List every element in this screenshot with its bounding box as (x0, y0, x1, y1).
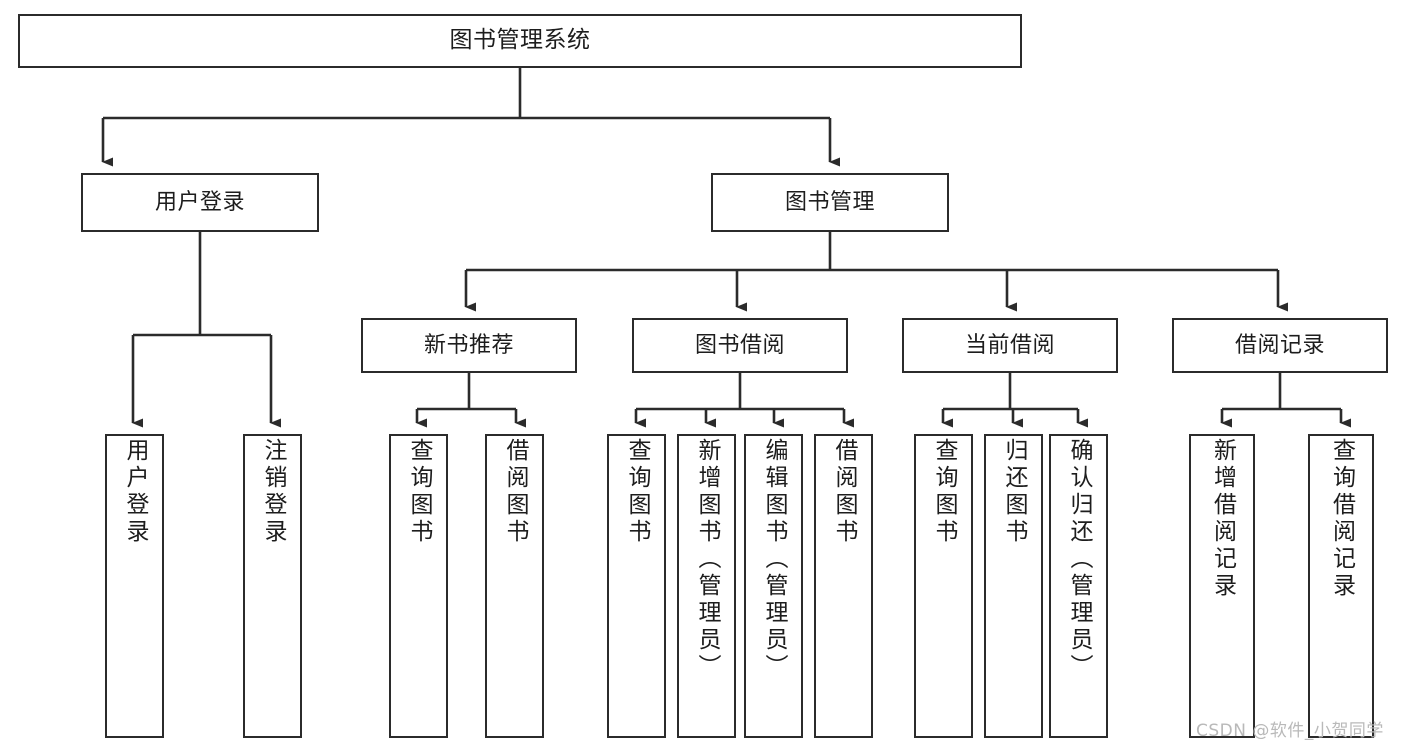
node-leaf-query-book-3[interactable]: 查询图书 (914, 434, 973, 738)
node-leaf-return-book[interactable]: 归还图书 (984, 434, 1043, 738)
node-leaf-user-logout[interactable]: 注销登录 (243, 434, 302, 738)
node-label: 图书管理系统 (449, 27, 591, 54)
node-label: 借阅记录 (1234, 332, 1325, 358)
node-book-manage[interactable]: 图书管理 (711, 173, 949, 232)
node-user-login[interactable]: 用户登录 (81, 173, 319, 232)
node-leaf-confirm-return[interactable]: 确认归还（管理员） (1049, 434, 1108, 738)
node-leaf-borrow-book-1[interactable]: 借阅图书 (485, 434, 544, 738)
node-label: 当前借阅 (964, 332, 1055, 358)
node-label: 确认归还（管理员） (1066, 438, 1092, 681)
node-label: 注销登录 (260, 438, 286, 546)
node-borrow-record[interactable]: 借阅记录 (1172, 318, 1388, 373)
node-label: 借阅图书 (502, 438, 528, 546)
node-label: 查询图书 (406, 438, 432, 546)
node-leaf-add-record[interactable]: 新增借阅记录 (1189, 434, 1255, 738)
node-leaf-query-book-2[interactable]: 查询图书 (607, 434, 666, 738)
node-label: 图书借阅 (694, 332, 785, 358)
node-leaf-query-record[interactable]: 查询借阅记录 (1308, 434, 1374, 738)
node-leaf-user-login[interactable]: 用户登录 (105, 434, 164, 738)
node-label: 用户登录 (154, 189, 245, 215)
node-current-borrow[interactable]: 当前借阅 (902, 318, 1118, 373)
node-label: 归还图书 (1001, 438, 1027, 546)
node-label: 编辑图书（管理员） (761, 438, 787, 681)
node-leaf-borrow-book-2[interactable]: 借阅图书 (814, 434, 873, 738)
node-label: 新增图书（管理员） (694, 438, 720, 681)
node-leaf-edit-book[interactable]: 编辑图书（管理员） (744, 434, 803, 738)
node-leaf-add-book[interactable]: 新增图书（管理员） (677, 434, 736, 738)
node-label: 新书推荐 (423, 332, 514, 358)
node-label: 查询图书 (624, 438, 650, 546)
node-root[interactable]: 图书管理系统 (18, 14, 1022, 68)
node-label: 新增借阅记录 (1209, 438, 1236, 600)
node-label: 用户登录 (122, 438, 148, 546)
node-book-borrow[interactable]: 图书借阅 (632, 318, 848, 373)
node-leaf-query-book-1[interactable]: 查询图书 (389, 434, 448, 738)
node-label: 图书管理 (784, 189, 875, 215)
node-new-book-rec[interactable]: 新书推荐 (361, 318, 577, 373)
node-label: 查询借阅记录 (1328, 438, 1355, 600)
csdn-watermark: CSDN @软件_小贺同学 (1196, 721, 1384, 741)
node-label: 查询图书 (931, 438, 957, 546)
node-label: 借阅图书 (831, 438, 857, 546)
